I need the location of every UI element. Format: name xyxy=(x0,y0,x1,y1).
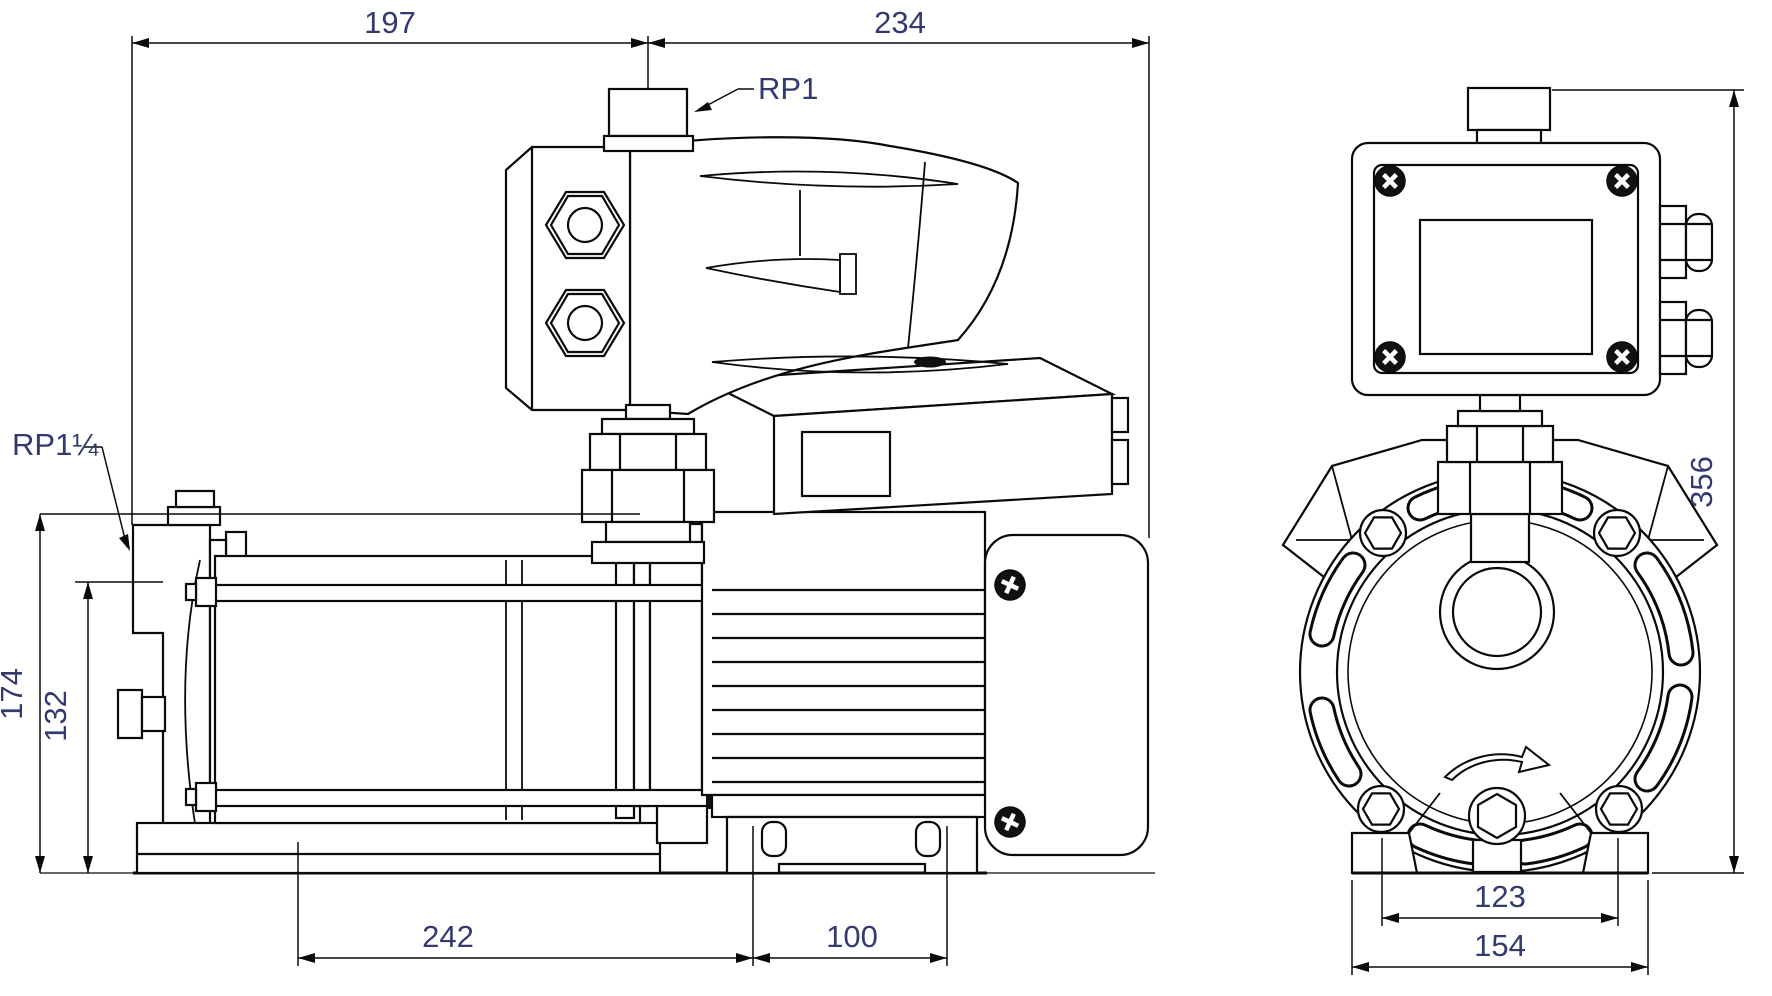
side-view xyxy=(40,87,1155,875)
flange-bolt-icon xyxy=(1356,784,1406,834)
port-label-rp1: RP1 xyxy=(758,71,818,106)
dimension-356: 356 xyxy=(1552,89,1744,874)
dimension-123: 123 xyxy=(1381,838,1619,926)
dimension-100: 100 xyxy=(752,826,948,966)
dimension-label-132: 132 xyxy=(38,690,73,742)
leader-rp1: RP1 xyxy=(694,71,818,112)
control-unit-front xyxy=(1350,86,1714,397)
pressure-manager-side xyxy=(504,87,1020,416)
pump-cylinder xyxy=(184,522,726,845)
dimension-label-100: 100 xyxy=(826,919,878,954)
front-port xyxy=(1466,86,1552,132)
drain-plug xyxy=(1467,786,1527,874)
dimension-label-197: 197 xyxy=(364,5,416,40)
dimension-154: 154 xyxy=(1351,880,1649,975)
flange-bolt-icon xyxy=(1592,508,1642,558)
front-view xyxy=(1281,86,1719,875)
dimension-label-242: 242 xyxy=(422,919,474,954)
pm-gland-icon xyxy=(544,288,626,358)
cooling-fins xyxy=(712,588,985,784)
dimension-242: 242 xyxy=(297,842,753,966)
dimension-label-356: 356 xyxy=(1684,456,1719,508)
dimension-label-123: 123 xyxy=(1474,879,1526,914)
port-label-rp114: RP1¼ xyxy=(12,427,99,462)
dimension-label-234: 234 xyxy=(874,5,926,40)
motor-foot xyxy=(725,815,979,875)
dimensions: 197 234 174 132 242 xyxy=(0,5,1744,975)
fan-cover xyxy=(983,533,1150,857)
base-plate xyxy=(135,821,662,875)
flange-bolt-icon xyxy=(1594,784,1644,834)
dimension-label-174: 174 xyxy=(0,668,29,720)
dimension-197: 197 xyxy=(131,5,649,525)
motor xyxy=(700,510,1150,875)
rotation-arrow-icon xyxy=(1443,745,1552,782)
cable-gland-icon xyxy=(1658,300,1714,376)
pump-housing-front xyxy=(1298,470,1702,874)
leader-rp114: RP1¼ xyxy=(12,427,130,551)
side-port-stub xyxy=(116,688,144,740)
cable-gland-icon xyxy=(1658,204,1714,280)
dimension-174: 174 xyxy=(0,513,640,873)
display-window xyxy=(1418,218,1594,356)
pm-front-panel xyxy=(504,145,632,412)
flange-bolt-icon xyxy=(1358,508,1408,558)
dimension-132: 132 xyxy=(38,581,163,873)
lantern xyxy=(648,522,704,798)
ring-slots xyxy=(1308,476,1695,866)
dimension-label-154: 154 xyxy=(1474,928,1526,963)
union-coupling-front xyxy=(1436,393,1564,564)
discharge-port-rp1 xyxy=(602,87,695,153)
dimension-234: 234 xyxy=(648,5,1150,538)
pm-gland-icon xyxy=(544,190,626,260)
terminal-box xyxy=(697,356,1130,516)
suction-casing xyxy=(116,489,662,875)
